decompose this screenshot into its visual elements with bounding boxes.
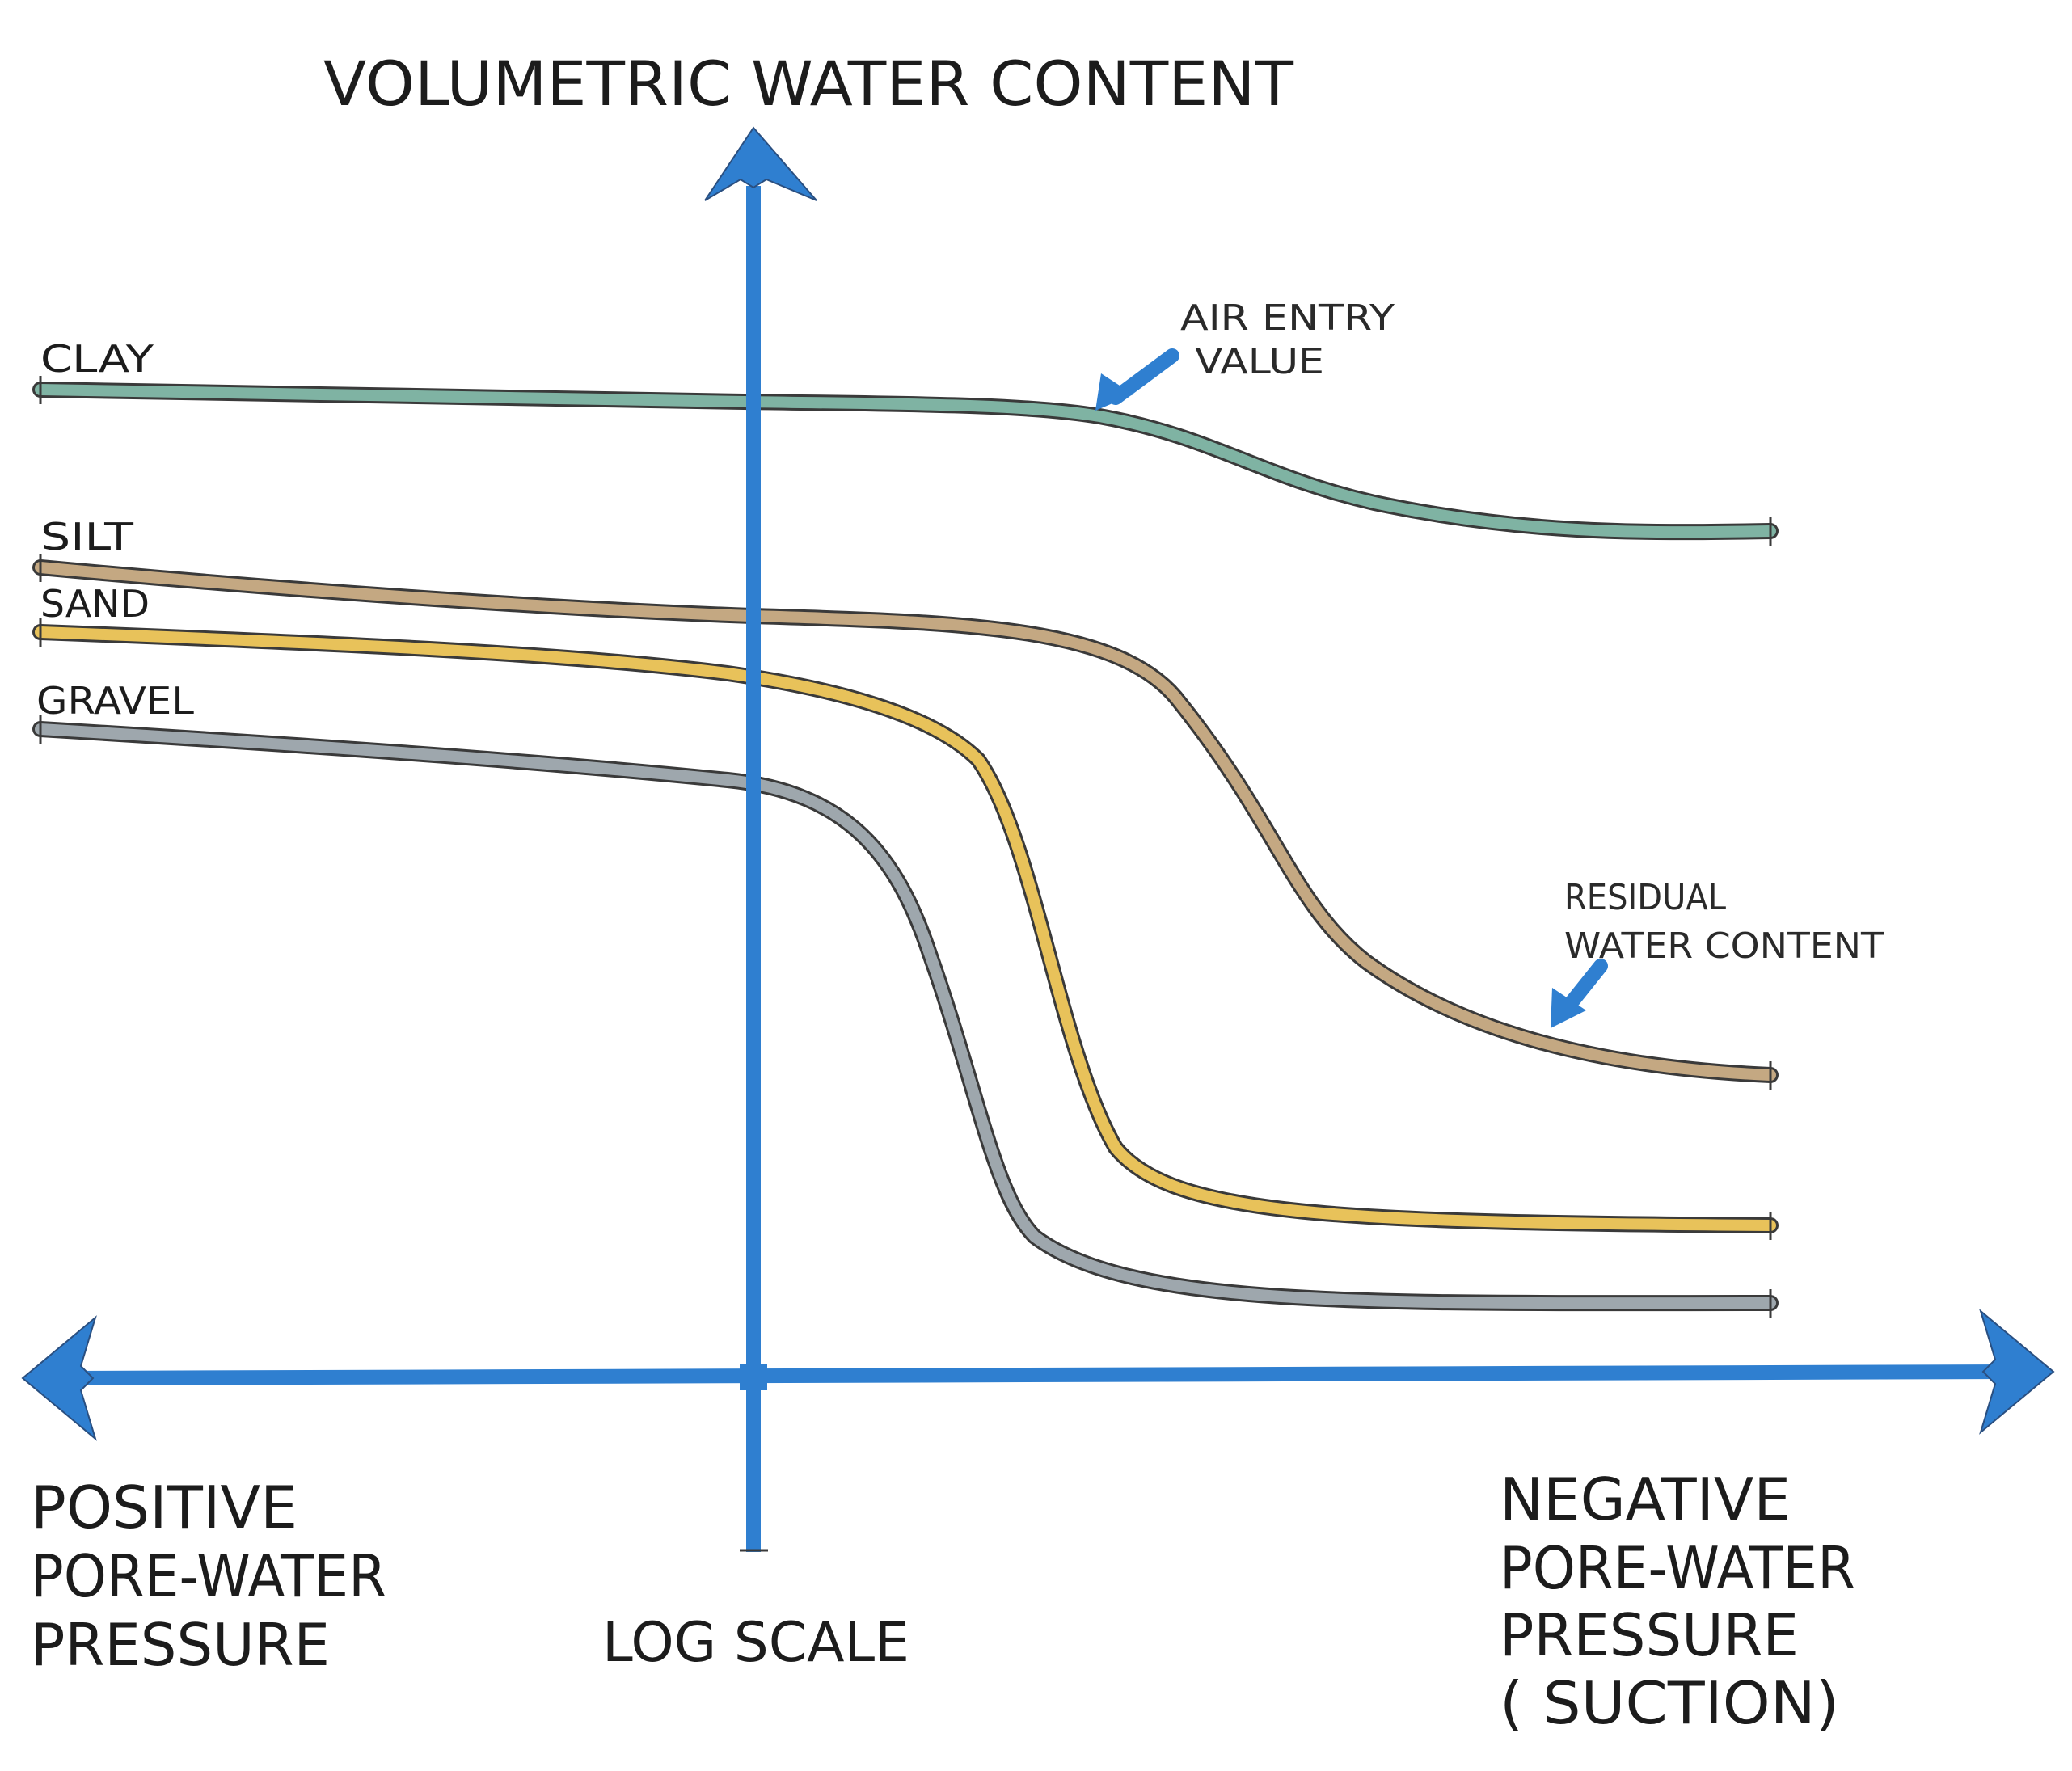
x-axis-line [64, 1364, 2010, 1385]
sand-label: SAND [40, 582, 150, 626]
x-axis-right-label-line1: NEGATIVE [1500, 1465, 1791, 1533]
x-axis-right-label-line3: PRESSURE [1500, 1601, 1799, 1669]
curve-end-ticks [39, 376, 1772, 1318]
x-axis-right-label-line4: ( SUCTION) [1500, 1669, 1839, 1737]
axes [21, 126, 2055, 1552]
silt-curve [35, 562, 1776, 1081]
residual-label-line2: WATER CONTENT [1564, 926, 1884, 967]
air-entry-label-line1: AIR ENTRY [1180, 297, 1395, 339]
x-axis-left-label-line3: PRESSURE [31, 1611, 330, 1679]
air-entry-arrow [1095, 348, 1179, 411]
residual-label-line1: RESIDUAL [1564, 877, 1726, 918]
x-axis-left-label-line2: PORE-WATER [31, 1542, 386, 1610]
air-entry-label-line2: VALUE [1195, 341, 1324, 382]
curves-group [32, 376, 1779, 1318]
clay-curve-outline [32, 382, 1779, 541]
chart-title: VOLUMETRIC WATER CONTENT [323, 48, 1294, 120]
x-axis-center-label: LOG SCALE [602, 1611, 909, 1675]
clay-label: CLAY [40, 337, 154, 381]
clay-curve [35, 384, 1776, 538]
y-axis-arrowhead [704, 126, 817, 201]
silt-label: SILT [40, 515, 134, 559]
x-axis-left-label-line1: POSITIVE [31, 1474, 298, 1541]
sand-curve [35, 626, 1776, 1231]
gravel-label: GRAVEL [36, 679, 194, 723]
x-axis-right-label-line2: PORE-WATER [1500, 1534, 1855, 1602]
x-axis-right-arrowhead [1979, 1309, 2055, 1435]
gravel-curve [35, 723, 1776, 1309]
residual-arrow [1551, 959, 1608, 1028]
x-axis-left-arrowhead [21, 1315, 97, 1441]
